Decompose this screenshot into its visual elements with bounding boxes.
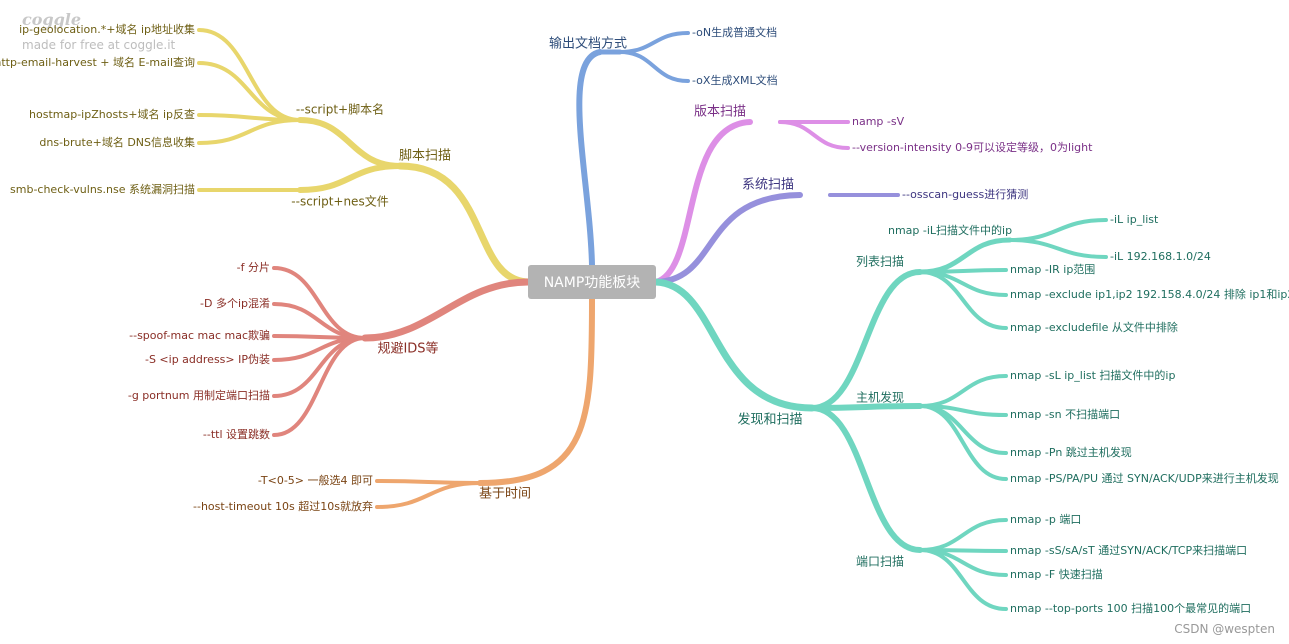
leaf-script-0-2[interactable]: hostmap-ipZhosts+域名 ip反查 — [29, 107, 195, 121]
leaf-timing-0[interactable]: -T<0-5> 一般选4 即可 — [258, 474, 373, 487]
link-discover-sub-1 — [809, 403, 923, 411]
coggle-logo: coggle — [22, 10, 82, 29]
link-discover-trunk — [652, 278, 816, 412]
link-os-trunk — [653, 192, 803, 285]
leaf-discover-0-2[interactable]: nmap -exclude ip1,ip2 192.158.4.0/24 排除 … — [1010, 287, 1289, 301]
leaf-output-1[interactable]: -oX生成XML文档 — [692, 73, 778, 87]
link-discover-2-0 — [918, 518, 1008, 552]
link-version-trunk — [653, 119, 753, 285]
branch-ids-label[interactable]: 规避IDS等 — [377, 341, 438, 357]
link-discover-sub-2 — [809, 405, 923, 553]
link-ids-1 — [272, 302, 367, 340]
leaf-ids-3[interactable]: -S <ip address> IP伪装 — [145, 353, 270, 366]
leaf-ids-0[interactable]: -f 分片 — [237, 261, 270, 274]
coggle-tagline: made for free at coggle.it — [22, 38, 176, 52]
leaf-discover-1-0[interactable]: nmap -sL ip_list 扫描文件中的ip — [1010, 368, 1175, 382]
branch-script-label[interactable]: 脚本扫描 — [399, 148, 451, 164]
link-discover-0-3 — [918, 270, 1008, 330]
leaf-discover-0-0-0[interactable]: -iL ip_list — [1110, 213, 1159, 226]
leaf-discover-2-1[interactable]: nmap -sS/sA/sT 通过SYN/ACK/TCP来扫描端口 — [1010, 543, 1247, 557]
sub-discover-1[interactable]: 主机发现 — [856, 390, 904, 405]
leaf-discover-0-1[interactable]: nmap -IR ip范围 — [1010, 262, 1095, 276]
leaf-version-1[interactable]: --version-intensity 0-9可以设定等级，0为light — [852, 140, 1093, 154]
root-node[interactable]: NAMP功能板块 — [528, 265, 656, 299]
sub-script-0[interactable]: --script+脚本名 — [296, 102, 384, 117]
link-discover-sub-0 — [809, 269, 923, 411]
leaf-discover-2-0[interactable]: nmap -p 端口 — [1010, 513, 1081, 526]
link-discover-2-3 — [918, 548, 1008, 611]
leaf-discover-0-0-1[interactable]: -iL 192.168.1.0/24 — [1110, 250, 1211, 263]
leaf-ids-5[interactable]: --ttl 设置跳数 — [203, 427, 270, 441]
branch-version-label[interactable]: 版本扫描 — [694, 105, 746, 120]
link-discover-0-0-1 — [1008, 238, 1108, 259]
sub-discover-0-0[interactable]: nmap -iL扫描文件中的ip — [888, 223, 1012, 237]
link-discover-0-0 — [917, 237, 1013, 275]
leaf-script-1-0[interactable]: smb-check-vulns.nse 系统漏洞扫描 — [10, 182, 195, 196]
link-script-trunk — [396, 162, 532, 286]
leaf-os-0[interactable]: --osscan-guess进行猜测 — [902, 188, 1028, 201]
link-output-1 — [618, 50, 690, 83]
link-timing-1 — [375, 481, 482, 509]
branch-links — [197, 28, 1108, 611]
csdn-credit: CSDN @wespten — [1174, 622, 1275, 636]
leaf-output-0[interactable]: -oN生成普通文档 — [692, 25, 777, 39]
link-script-sub-0 — [297, 117, 403, 169]
leaf-script-0-1[interactable]: http-email-harvest + 域名 E-mail查询 — [0, 55, 195, 69]
leaf-script-0-0[interactable]: ip-geolocation.*+域名 ip地址收集 — [19, 22, 195, 36]
branch-discover-label[interactable]: 发现和扫描 — [737, 412, 802, 428]
sub-discover-2[interactable]: 端口扫描 — [856, 555, 904, 569]
link-ids-trunk — [361, 278, 532, 342]
link-timing-trunk — [477, 296, 595, 486]
root-node-box — [528, 265, 656, 299]
link-script-0-1 — [197, 61, 302, 122]
link-output-0 — [618, 31, 690, 54]
link-discover-1-0 — [918, 374, 1008, 408]
link-discover-0-0-0 — [1008, 218, 1108, 242]
leaf-ids-4[interactable]: -g portnum 用制定端口扫描 — [128, 388, 270, 402]
leaf-discover-1-1[interactable]: nmap -sn 不扫描端口 — [1010, 407, 1120, 421]
leaf-ids-2[interactable]: --spoof-mac mac mac欺骗 — [129, 328, 270, 342]
leaf-discover-1-2[interactable]: nmap -Pn 跳过主机发现 — [1010, 445, 1132, 459]
link-script-0-0 — [197, 28, 302, 122]
link-output-trunk — [576, 49, 603, 268]
link-discover-1-3 — [918, 404, 1008, 481]
root-node-label: NAMP功能板块 — [544, 275, 641, 291]
leaf-ids-1[interactable]: -D 多个ip混淆 — [200, 296, 270, 310]
leaf-timing-1[interactable]: --host-timeout 10s 超过10s就放弃 — [193, 499, 373, 513]
link-ids-0 — [272, 266, 367, 340]
sub-discover-0[interactable]: 列表扫描 — [856, 255, 904, 269]
leaf-discover-0-3[interactable]: nmap -excludefile 从文件中排除 — [1010, 320, 1178, 334]
leaf-script-0-3[interactable]: dns-brute+域名 DNS信息收集 — [39, 135, 195, 149]
link-script-sub-1 — [297, 163, 403, 193]
leaf-version-0[interactable]: namp -sV — [852, 115, 905, 128]
branch-os-label[interactable]: 系统扫描 — [742, 178, 794, 193]
branch-timing-label[interactable]: 基于时间 — [479, 487, 531, 502]
leaf-discover-2-3[interactable]: nmap --top-ports 100 扫描100个最常见的端口 — [1010, 601, 1251, 615]
leaf-discover-1-3[interactable]: nmap -PS/PA/PU 通过 SYN/ACK/UDP来进行主机发现 — [1010, 471, 1279, 485]
link-script-0-3 — [197, 118, 302, 145]
branch-output-label[interactable]: 输出文档方式 — [549, 36, 627, 52]
sub-script-1[interactable]: --script+nes文件 — [291, 194, 388, 209]
leaf-discover-2-2[interactable]: nmap -F 快速扫描 — [1010, 567, 1103, 581]
link-ids-5 — [272, 336, 367, 437]
link-version-1 — [778, 120, 850, 150]
